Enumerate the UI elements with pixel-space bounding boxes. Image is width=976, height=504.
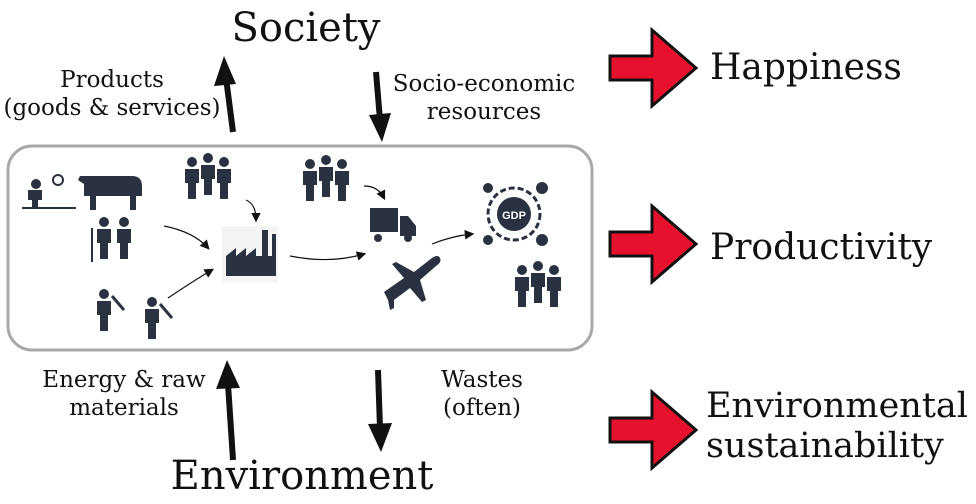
socio-economic-label: Socio-economic resources <box>392 71 576 126</box>
energy-up-arrow <box>216 360 240 461</box>
products-label: Products (goods & services) <box>3 67 221 122</box>
farmer-icon <box>22 174 76 209</box>
outcome-productivity: Productivity <box>710 227 933 268</box>
truck-icon <box>370 208 416 242</box>
environment-title: Environment <box>170 453 434 499</box>
workers-group-icon-1 <box>185 153 231 199</box>
society-title: Society <box>231 5 381 51</box>
factory-icon <box>222 226 278 282</box>
gdp-label: GDP <box>502 210 526 222</box>
wastes-down-arrow <box>368 369 392 452</box>
red-arrow-productivity <box>608 202 699 286</box>
red-arrow-sustainability <box>608 388 699 472</box>
internal-flow-arrows <box>163 185 475 299</box>
workers-group-icon-2 <box>303 155 349 201</box>
wastes-label: Wastes (often) <box>441 367 523 422</box>
miners-icon <box>97 289 174 339</box>
gdp-globe-icon: GDP <box>483 182 548 246</box>
red-arrow-happiness <box>608 26 699 110</box>
farmers-icon <box>91 217 131 262</box>
outcome-sustainability: Environmental sustainability <box>706 386 968 467</box>
cow-icon <box>78 176 142 210</box>
workers-group-icon-3 <box>515 261 561 307</box>
outcome-happiness: Happiness <box>710 47 902 88</box>
economy-box <box>6 144 594 352</box>
energy-label: Energy & raw materials <box>42 367 206 422</box>
plane-icon <box>384 256 441 310</box>
products-up-arrow <box>214 56 236 133</box>
resources-down-arrow <box>369 71 391 142</box>
